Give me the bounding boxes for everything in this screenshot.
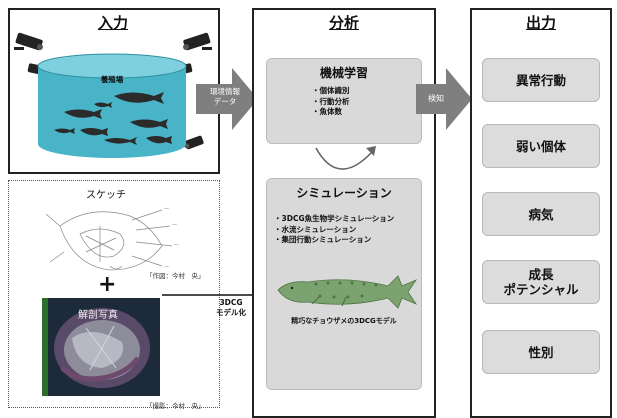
- fish-tank: 養殖場: [37, 53, 187, 158]
- sim-item: ・3DCG魚生物学シミュレーション: [274, 214, 395, 223]
- output-item-sex: 性別: [482, 330, 600, 374]
- svg-text:—: —: [174, 242, 179, 248]
- plus-sign: +: [98, 272, 117, 297]
- sketch-drawing: — — — —: [45, 206, 179, 271]
- svg-text:—: —: [164, 206, 169, 212]
- output-item-abnormal-behavior: 異常行動: [482, 58, 600, 102]
- cycle-arrow-icon: [315, 146, 376, 170]
- output-item-growth-potential: 成長 ポテンシャル: [482, 260, 600, 304]
- ml-item: ・行動分析: [312, 96, 350, 106]
- photo-label: 解剖写真: [78, 310, 118, 321]
- sim-list: ・3DCG魚生物学シミュレーション ・水流シミュレーション ・集団行動シミュレー…: [274, 214, 394, 246]
- svg-text:—: —: [164, 264, 169, 270]
- anatomy-panel: [8, 180, 220, 408]
- sim-item: ・集団行動シミュレーション: [274, 235, 372, 244]
- analysis-title: 分析: [328, 14, 359, 32]
- env-data-label: 環境情報 データ: [210, 87, 240, 106]
- detect-arrow: [416, 68, 472, 130]
- output-title: 出力: [525, 14, 556, 32]
- camera-icon: [14, 32, 43, 51]
- ml-item: ・魚体数: [312, 107, 342, 116]
- ml-item: ・個体識別: [312, 86, 350, 95]
- ml-box: [266, 58, 422, 144]
- camera-icon: [183, 32, 212, 51]
- tank-label: 養殖場: [100, 74, 124, 84]
- model-3dcg-label: 3DCG モデル化: [216, 298, 246, 317]
- input-title: 入力: [97, 14, 128, 32]
- model-caption: 精巧なチョウザメの3DCGモデル: [291, 317, 397, 325]
- sketch-label: スケッチ: [86, 190, 126, 201]
- sim-title: シミュレーション: [296, 186, 392, 200]
- sketch-credit: 「作図：今村 央」: [146, 272, 205, 280]
- sim-item: ・水流シミュレーション: [274, 224, 357, 234]
- output-item-disease: 病気: [482, 192, 600, 236]
- dissection-photo: [42, 298, 160, 396]
- output-item-weak-individual: 弱い個体: [482, 124, 600, 168]
- ml-title: 機械学習: [319, 66, 368, 80]
- detect-label: 検知: [428, 94, 444, 103]
- ml-list: ・個体識別 ・行動分析 ・魚体数: [312, 86, 350, 118]
- svg-text:—: —: [172, 222, 177, 228]
- env-data-arrow: [196, 68, 258, 130]
- sturgeon-3dcg-model: [277, 275, 418, 309]
- photo-credit: 「撮影：今村 央」: [146, 402, 205, 410]
